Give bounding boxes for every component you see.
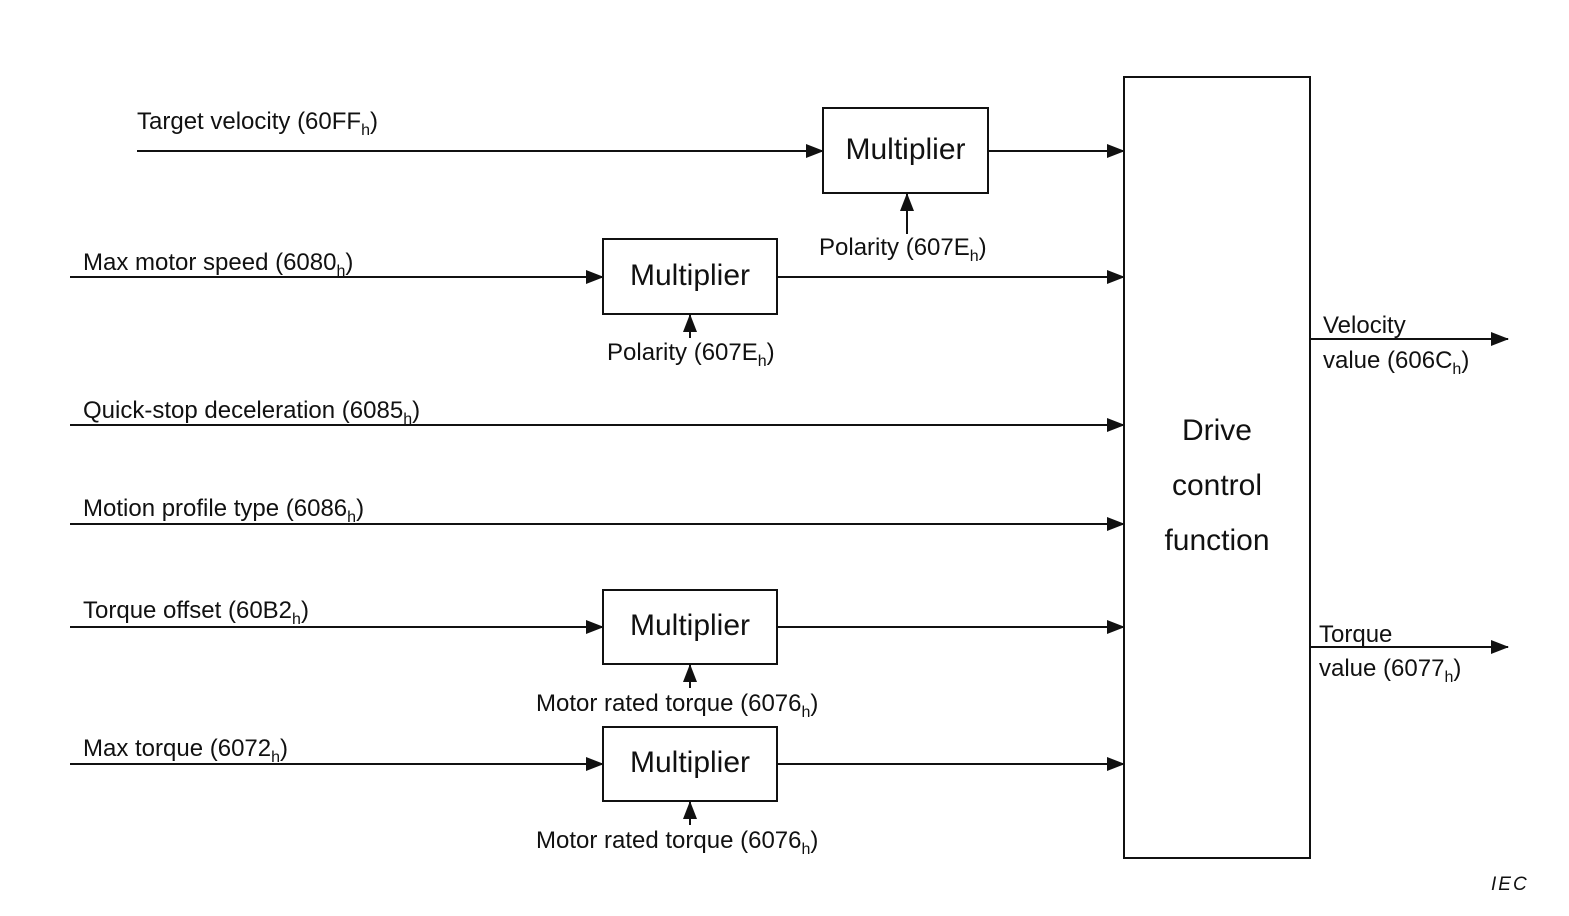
label-quick-stop: Quick-stop deceleration (6085h) <box>83 397 421 428</box>
drive-line-3: function <box>1164 524 1270 557</box>
label-polarity-1: Polarity (607Eh) <box>819 234 987 265</box>
label-torque-line1: Torque <box>1319 621 1393 648</box>
drive-line-2: control <box>1171 469 1263 502</box>
label-max-torque: Max torque (6072h) <box>83 735 289 766</box>
label-torque-value: value (6077h) <box>1319 655 1462 686</box>
label-target-velocity: Target velocity (60FFh) <box>137 108 378 139</box>
multiplier-box-4 <box>602 726 778 802</box>
iec-mark: IEC <box>1491 874 1529 895</box>
label-polarity-2: Polarity (607Eh) <box>607 339 775 370</box>
label-motor-rated-torque-1: Motor rated torque (6076h) <box>536 690 819 721</box>
drive-control-box <box>1123 76 1311 859</box>
drive-control-label: Drive control function <box>1124 403 1310 568</box>
multiplier-label-4: Multiplier <box>629 746 751 779</box>
label-velocity-line1: Velocity <box>1323 312 1406 339</box>
label-motor-rated-torque-2: Motor rated torque (6076h) <box>536 827 819 858</box>
drive-line-1: Drive <box>1181 414 1252 447</box>
multiplier-label-2: Multiplier <box>629 259 751 292</box>
label-max-motor-speed: Max motor speed (6080h) <box>83 249 354 280</box>
label-motion-profile: Motion profile type (6086h) <box>83 495 365 526</box>
multiplier-label-3: Multiplier <box>629 609 751 642</box>
multiplier-label-1: Multiplier <box>845 133 966 166</box>
label-torque-offset: Torque offset (60B2h) <box>83 597 309 628</box>
label-velocity-value: value (606Ch) <box>1323 347 1470 378</box>
